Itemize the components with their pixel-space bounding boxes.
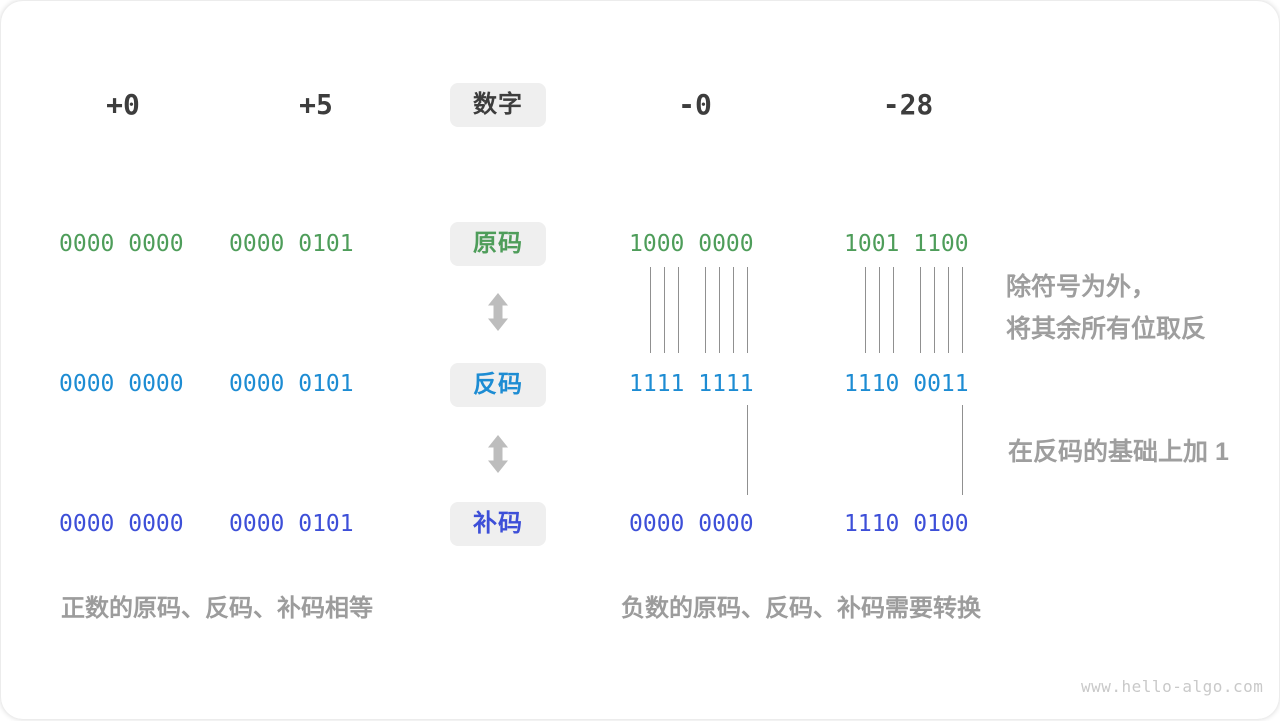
bit-connector-line [746,405,748,495]
label-ones-complement: 反码 [450,363,546,407]
bit-connector-line [705,267,707,353]
bit-connector-line [920,267,922,353]
binary-twos-complement-pos-zero: 0000 0000 [59,511,184,537]
bit-connector-line [663,267,665,353]
watermark-url: www.hello-algo.com [1081,677,1264,696]
binary-ones-complement-neg-28: 1110 0011 [844,371,969,397]
bit-connector-line [649,267,651,353]
bit-connector-line [878,267,880,353]
double-arrow-icon [488,293,508,331]
caption-negative: 负数的原码、反码、补码需要转换 [621,595,981,622]
bit-connector-line [677,267,679,353]
note-invert-line2: 将其余所有位取反 [1006,315,1207,343]
bit-connector-line [961,405,963,495]
header-positive-five: +5 [299,88,333,121]
double-arrow-icon [488,435,508,473]
label-twos-complement: 补码 [450,502,546,546]
binary-sign-magnitude-pos-zero: 0000 0000 [59,231,184,257]
binary-sign-magnitude-neg-zero: 1000 0000 [629,231,754,257]
bit-connector-line [719,267,720,353]
note-invert-line1: 除符号为外， [1006,273,1157,301]
binary-ones-complement-pos-five: 0000 0101 [229,371,354,397]
bit-connector-line [732,267,734,353]
binary-ones-complement-neg-zero: 1111 1111 [629,371,754,397]
note-add-one: 在反码的基础上加 1 [1008,438,1229,466]
header-number-label: 数字 [450,83,546,127]
binary-ones-complement-pos-zero: 0000 0000 [59,371,184,397]
binary-sign-magnitude-pos-five: 0000 0101 [229,231,354,257]
bit-connector-line [934,267,935,353]
header-positive-zero: +0 [106,88,140,121]
binary-twos-complement-pos-five: 0000 0101 [229,511,354,537]
caption-positive: 正数的原码、反码、补码相等 [61,595,373,622]
bit-connector-line [892,267,894,353]
binary-twos-complement-neg-28: 1110 0100 [844,511,969,537]
bit-connector-line [961,267,963,353]
binary-twos-complement-neg-zero: 0000 0000 [629,511,754,537]
header-negative-zero: -0 [678,88,712,121]
bit-connector-line [864,267,866,353]
header-negative-twenty-eight: -28 [882,88,934,121]
label-sign-magnitude: 原码 [450,222,546,266]
bit-connector-line [746,267,748,353]
bit-connector-line [947,267,949,353]
binary-sign-magnitude-neg-28: 1001 1100 [844,231,969,257]
